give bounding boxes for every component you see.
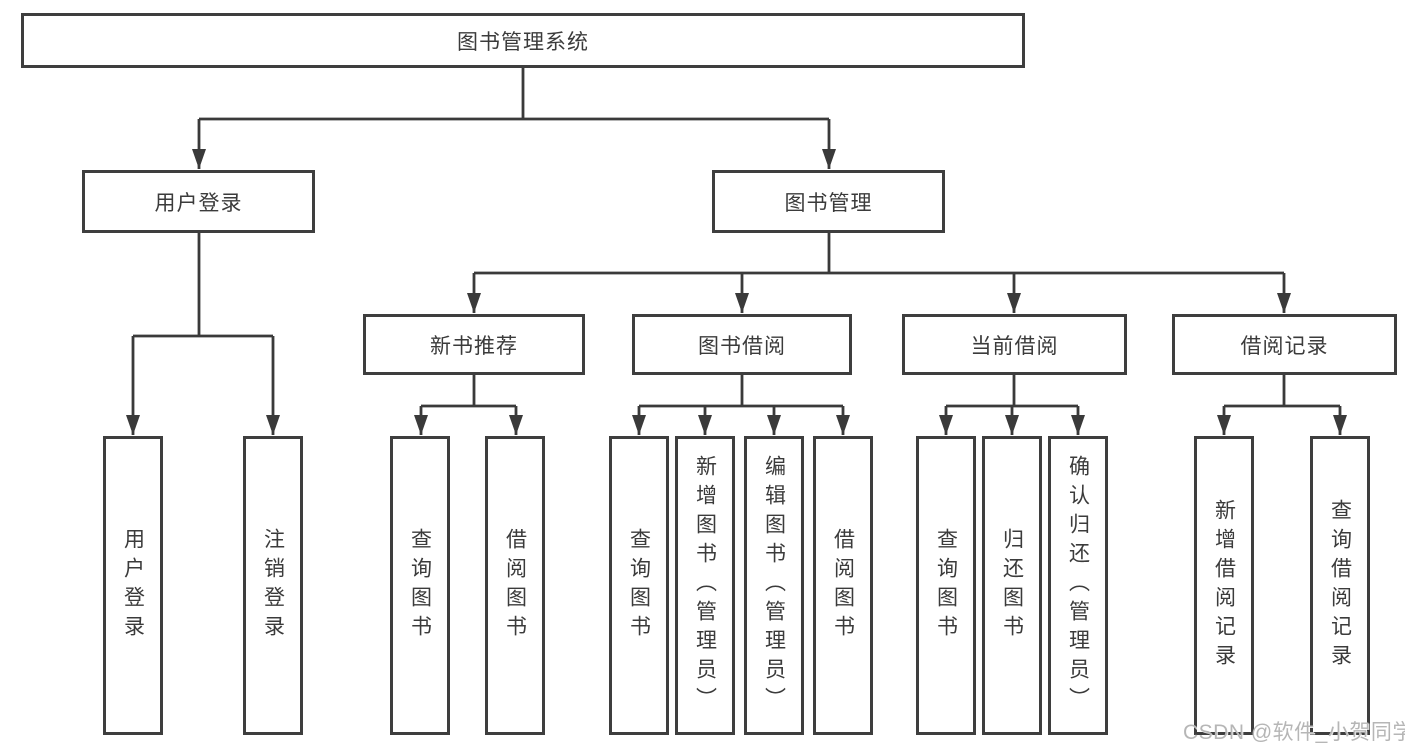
- node-label: 新增借阅记录: [1212, 498, 1236, 673]
- node-leaf-return-books: 归还图书: [982, 436, 1042, 735]
- node-label: 用户登录: [154, 191, 243, 215]
- node-library-system: 图书管理系统: [21, 13, 1025, 68]
- node-label: 借阅记录: [1240, 334, 1329, 358]
- node-leaf-confirm-return-admin: 确认归还（管理员）: [1048, 436, 1108, 735]
- wire-new-book-rec-split: [421, 375, 516, 408]
- node-leaf-user-login: 用户登录: [103, 436, 163, 735]
- node-label: 借阅图书: [503, 527, 527, 644]
- node-new-book-recommend: 新书推荐: [363, 314, 585, 375]
- node-label: 用户登录: [121, 527, 145, 644]
- node-label: 查询图书: [408, 527, 432, 644]
- wire-book-borrow-split: [639, 375, 843, 408]
- node-label: 确认归还（管理员）: [1066, 455, 1090, 716]
- node-user-login: 用户登录: [82, 170, 315, 233]
- node-label: 查询图书: [627, 527, 651, 644]
- node-borrow-records: 借阅记录: [1172, 314, 1397, 375]
- node-label: 图书借阅: [698, 334, 786, 358]
- node-label: 注销登录: [261, 527, 285, 644]
- node-label: 归还图书: [1000, 527, 1024, 644]
- node-label: 图书管理: [784, 191, 873, 215]
- node-leaf-borrow-books-recommend: 借阅图书: [485, 436, 545, 735]
- wire-current-borrow-split: [946, 375, 1078, 408]
- node-current-borrow: 当前借阅: [902, 314, 1127, 375]
- node-leaf-logout: 注销登录: [243, 436, 303, 735]
- node-book-borrow: 图书借阅: [632, 314, 852, 375]
- node-book-management: 图书管理: [712, 170, 945, 233]
- node-label: 图书管理系统: [457, 30, 589, 54]
- node-label: 新增图书（管理员）: [693, 455, 717, 716]
- node-leaf-edit-books-admin: 编辑图书（管理员）: [744, 436, 804, 735]
- csdn-watermark: CSDN @软件_小贺同学: [1183, 721, 1405, 744]
- wire-root-split: [199, 68, 829, 121]
- wire-book-mgmt-split: [474, 233, 1284, 275]
- node-label: 查询图书: [934, 527, 958, 644]
- node-label: 编辑图书（管理员）: [762, 455, 786, 716]
- node-label: 新书推荐: [430, 334, 518, 358]
- node-leaf-query-books-current: 查询图书: [916, 436, 976, 735]
- node-leaf-query-books-recommend: 查询图书: [390, 436, 450, 735]
- node-leaf-add-books-admin: 新增图书（管理员）: [675, 436, 735, 735]
- node-label: 查询借阅记录: [1328, 498, 1352, 673]
- node-leaf-query-books-borrow: 查询图书: [609, 436, 669, 735]
- wire-borrow-records-split: [1224, 375, 1340, 408]
- node-leaf-query-borrow-record: 查询借阅记录: [1310, 436, 1370, 735]
- wire-user-login-split: [133, 233, 273, 338]
- node-leaf-borrow-books: 借阅图书: [813, 436, 873, 735]
- node-label: 借阅图书: [831, 527, 855, 644]
- node-leaf-add-borrow-record: 新增借阅记录: [1194, 436, 1254, 735]
- node-label: 当前借阅: [970, 334, 1059, 358]
